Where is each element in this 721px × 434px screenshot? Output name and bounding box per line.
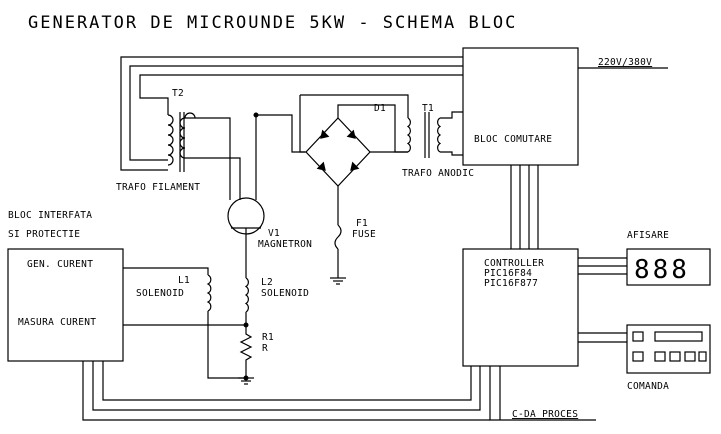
bridge-left-wire — [256, 114, 305, 153]
t1-secondary-coil — [406, 117, 411, 153]
bloc-interfata-label: BLOC INTERFATA — [8, 210, 92, 221]
magnetron-label: MAGNETRON — [258, 239, 312, 250]
diode-symbol — [320, 129, 330, 139]
bridge-left-wire — [299, 95, 306, 153]
controller-chip-1: PIC16F84 — [484, 268, 532, 279]
keypad-key — [669, 351, 681, 362]
l1-label: L1 — [178, 275, 190, 286]
keypad-key — [654, 351, 666, 362]
filament-wire — [185, 117, 231, 200]
bloc-interfata-block — [7, 248, 124, 362]
t1-primary-wire — [440, 151, 463, 156]
t2-label: T2 — [172, 88, 184, 99]
power-input-label: 220V/380V — [598, 57, 652, 68]
t2-primary-wire — [120, 56, 463, 171]
r1-resistor — [239, 325, 253, 378]
filament-wire — [185, 157, 241, 200]
t2-primary-wire — [139, 74, 463, 115]
t2-secondary-coil — [184, 112, 196, 119]
keypad-key — [632, 331, 644, 342]
diode-symbol — [350, 161, 360, 171]
trafo-anodic-label: TRAFO ANODIC — [402, 168, 474, 179]
l1-solenoid-coil — [206, 274, 212, 312]
l1-wire — [123, 267, 209, 275]
cda-proces-label: C-DA PROCES — [512, 409, 578, 420]
v1-label: V1 — [268, 228, 280, 239]
diode-symbol — [346, 129, 356, 139]
controller-chip-2: PIC16F877 — [484, 278, 538, 289]
r1-label: R1 — [262, 332, 274, 343]
d1-label: D1 — [374, 103, 386, 114]
l2-solenoid-coil — [244, 277, 249, 313]
bridge-rectifier-d1 — [305, 117, 371, 187]
bloc-comutare-block — [462, 47, 579, 166]
trafo-filament-label: TRAFO FILAMENT — [116, 182, 200, 193]
t1-primary-wire — [440, 111, 463, 119]
interface-bus — [92, 361, 481, 411]
bridge-top-wire — [300, 94, 409, 118]
display-digits: 888 — [634, 255, 690, 285]
t2-secondary-coil — [179, 117, 186, 159]
l1-wire — [207, 311, 246, 379]
l2-solenoid-label: SOLENOID — [261, 288, 309, 299]
keypad-key — [684, 351, 696, 362]
masura-curent-label: MASURA CURENT — [18, 317, 96, 328]
keypad-key — [698, 351, 707, 362]
fuse-label: FUSE — [352, 229, 376, 240]
l1-solenoid-label: SOLENOID — [136, 288, 184, 299]
t2-primary-wire — [129, 65, 463, 161]
controller-label: CONTROLLER — [484, 258, 544, 269]
r-label: R — [262, 343, 268, 354]
diode-symbol — [316, 161, 326, 171]
keypad-screen — [654, 331, 703, 342]
fuse-f1 — [334, 224, 342, 250]
t1-primary-coil — [437, 117, 442, 153]
afisare-display — [626, 248, 711, 286]
afisare-label: AFISARE — [627, 230, 669, 241]
interface-bus — [102, 361, 472, 401]
t2-primary-coil — [167, 114, 174, 166]
gen-curent-label: GEN. CURENT — [27, 259, 93, 270]
comanda-label: COMANDA — [627, 381, 669, 392]
bloc-interfata-label-2: SI PROTECTIE — [8, 229, 80, 240]
keypad-key — [632, 351, 644, 362]
l2-label: L2 — [261, 277, 273, 288]
diagram-title: GENERATOR DE MICROUNDE 5KW - SCHEMA BLOC — [28, 13, 517, 33]
bloc-comutare-label: BLOC COMUTARE — [474, 134, 552, 145]
f1-label: F1 — [356, 218, 368, 229]
interface-bus — [82, 361, 490, 421]
t1-label: T1 — [422, 103, 434, 114]
controller-block — [462, 248, 579, 367]
